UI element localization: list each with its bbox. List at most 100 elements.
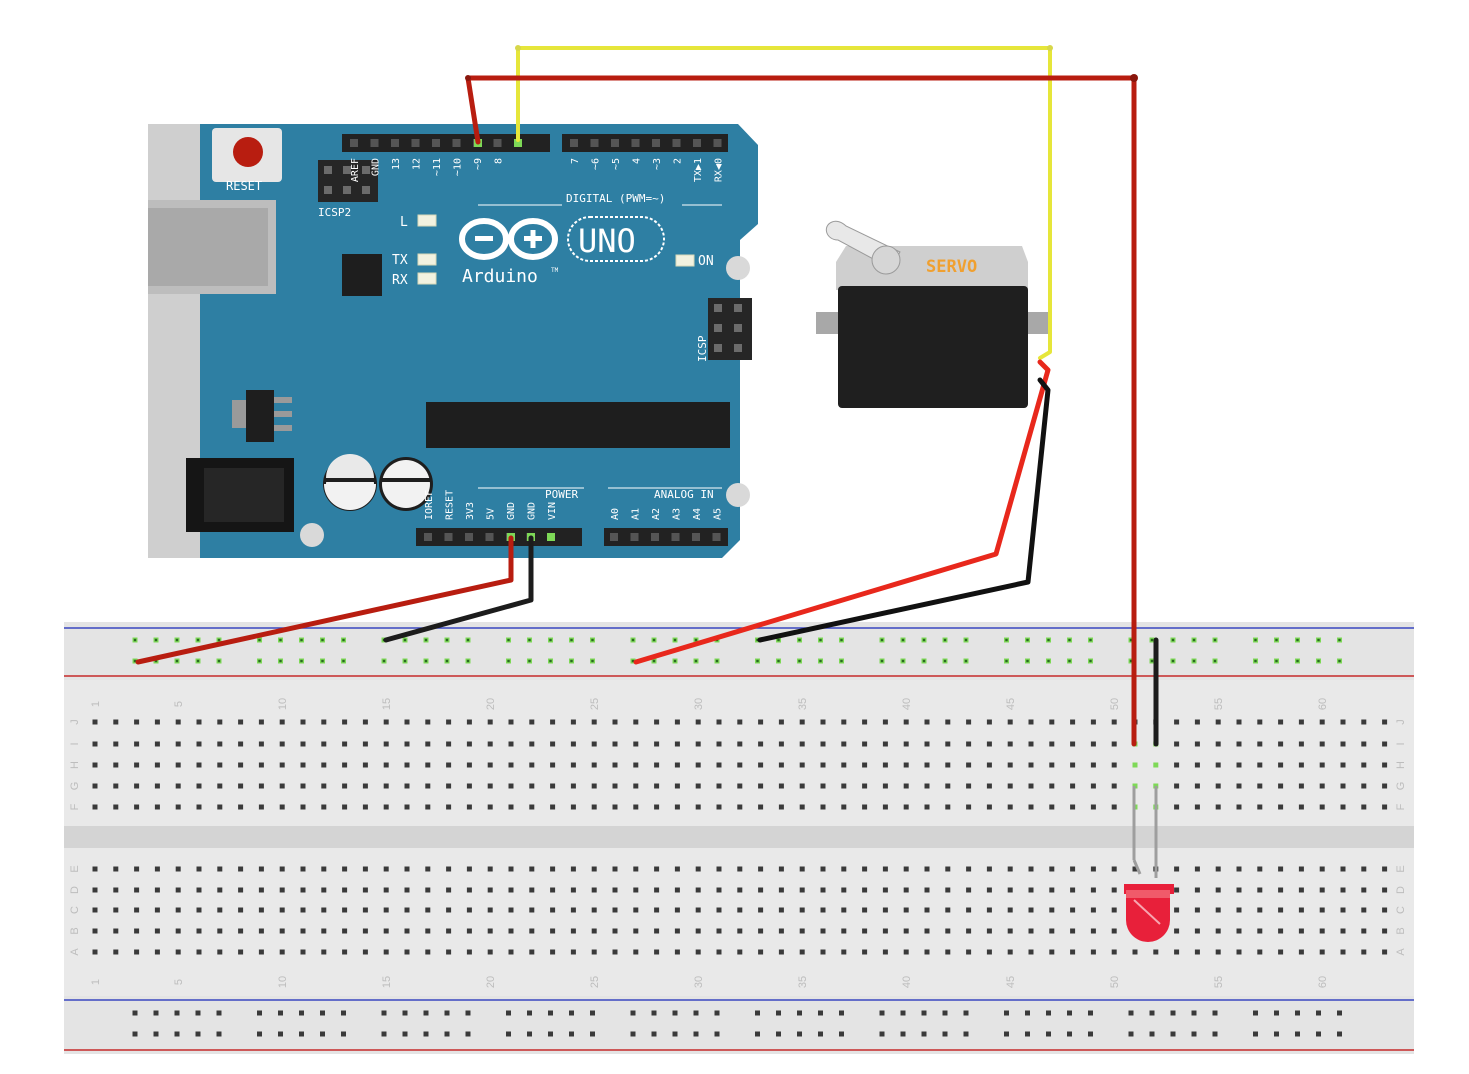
led-on (675, 254, 695, 267)
breadboard-hole (966, 719, 972, 725)
breadboard-hole (737, 804, 743, 810)
rail-hole (299, 1031, 304, 1037)
breadboard-hole (737, 741, 743, 747)
breadboard-hole (529, 719, 535, 725)
breadboard-hole (1278, 804, 1284, 810)
rail-hole-center (196, 659, 200, 663)
breadboard-hole (1257, 719, 1263, 725)
row-letter-left: G (69, 782, 81, 791)
analog-pin-label: A4 (692, 508, 703, 520)
servo-motor: SERVO (816, 220, 1052, 408)
breadboard-hole (674, 887, 680, 893)
breadboard-hole (862, 949, 868, 955)
col-number-bottom: 25 (589, 976, 601, 988)
breadboard-hole (217, 907, 223, 913)
digital-pin-label: 12 (412, 158, 423, 170)
col-number-bottom: 5 (173, 979, 185, 985)
breadboard-hole (113, 866, 119, 872)
breadboard-hole (737, 907, 743, 913)
breadboard-hole (238, 907, 244, 913)
rail-hole-center (840, 659, 843, 663)
breadboard-hole (300, 783, 306, 789)
breadboard-hole (945, 762, 951, 768)
breadboard-hole (342, 804, 348, 810)
rail-hole (672, 1010, 678, 1016)
rail-hole-center (1213, 659, 1217, 663)
breadboard-hole (321, 866, 327, 872)
breadboard-hole (175, 928, 181, 934)
rail-hole (527, 1031, 532, 1037)
digital-pin-label: RX◀0 (714, 158, 725, 182)
breadboard-hole (300, 741, 306, 747)
breadboard-hole (196, 719, 202, 725)
breadboard-hole (820, 949, 826, 955)
breadboard-hole (550, 783, 556, 789)
breadboard-hole (1007, 719, 1013, 725)
digital-pin-label: 2 (673, 158, 684, 164)
breadboard-hole (550, 866, 556, 872)
breadboard-hole (758, 804, 764, 810)
breadboard-hole (758, 949, 764, 955)
regulator-leg-1 (272, 397, 292, 403)
breadboard-hole (799, 928, 805, 934)
rail-hole-center (756, 659, 759, 663)
breadboard-hole (404, 928, 410, 934)
breadboard-hole (404, 783, 410, 789)
breadboard-hole (654, 887, 660, 893)
breadboard-hole (758, 741, 764, 747)
breadboard-hole (321, 887, 327, 893)
breadboard-hole (716, 804, 722, 810)
rail-hole-center (1171, 659, 1175, 663)
breadboard-hole (1070, 762, 1076, 768)
breadboard-hole (550, 719, 556, 725)
breadboard-hole (654, 949, 660, 955)
breadboard-hole (1340, 887, 1346, 893)
rail-hole (879, 1031, 885, 1037)
rail-hole (1170, 1031, 1176, 1037)
breadboard-hole (862, 928, 868, 934)
servo-body (838, 286, 1028, 408)
breadboard-hole (758, 783, 764, 789)
breadboard-hole (1070, 783, 1076, 789)
breadboard-hole (1215, 804, 1221, 810)
breadboard-hole (425, 741, 431, 747)
breadboard-hole (1340, 866, 1346, 872)
breadboard-hole (1111, 907, 1117, 913)
breadboard-hole (716, 928, 722, 934)
breadboard-hole (550, 887, 556, 893)
rail-hole (278, 1031, 283, 1037)
analog-pin-label: A2 (651, 508, 662, 520)
rail-hole (963, 1010, 969, 1016)
breadboard-hole (529, 783, 535, 789)
breadboard-hole (113, 762, 119, 768)
col-number-bottom: 50 (1109, 976, 1121, 988)
breadboard-hole (321, 762, 327, 768)
breadboard-hole (1194, 928, 1200, 934)
rail-hole (797, 1010, 802, 1016)
breadboard-hole (404, 866, 410, 872)
breadboard-hole (758, 866, 764, 872)
breadboard-hole (342, 907, 348, 913)
breadboard-hole (1090, 866, 1096, 872)
rail-hole (1067, 1031, 1072, 1037)
breadboard-hole (362, 907, 368, 913)
rail-hole (174, 1031, 180, 1037)
breadboard-hole (778, 762, 784, 768)
digital-pin-label: TX▶1 (693, 158, 704, 182)
breadboard-hole (446, 928, 452, 934)
bottom-power-rail (64, 996, 1414, 1054)
rail-hole (1025, 1031, 1030, 1037)
breadboard-hole (362, 719, 368, 725)
breadboard-hole (1215, 907, 1221, 913)
breadboard-hole (134, 949, 140, 955)
digital-pin-socket (570, 139, 578, 147)
breadboard-hole (92, 928, 98, 934)
breadboard-hole (238, 866, 244, 872)
breadboard-hole (1028, 907, 1034, 913)
breadboard-hole (1111, 866, 1117, 872)
breadboard-hole (591, 928, 597, 934)
breadboard-hole (1111, 741, 1117, 747)
wire-end (1047, 45, 1053, 51)
breadboard-hole (1257, 949, 1263, 955)
breadboard-hole (425, 762, 431, 768)
